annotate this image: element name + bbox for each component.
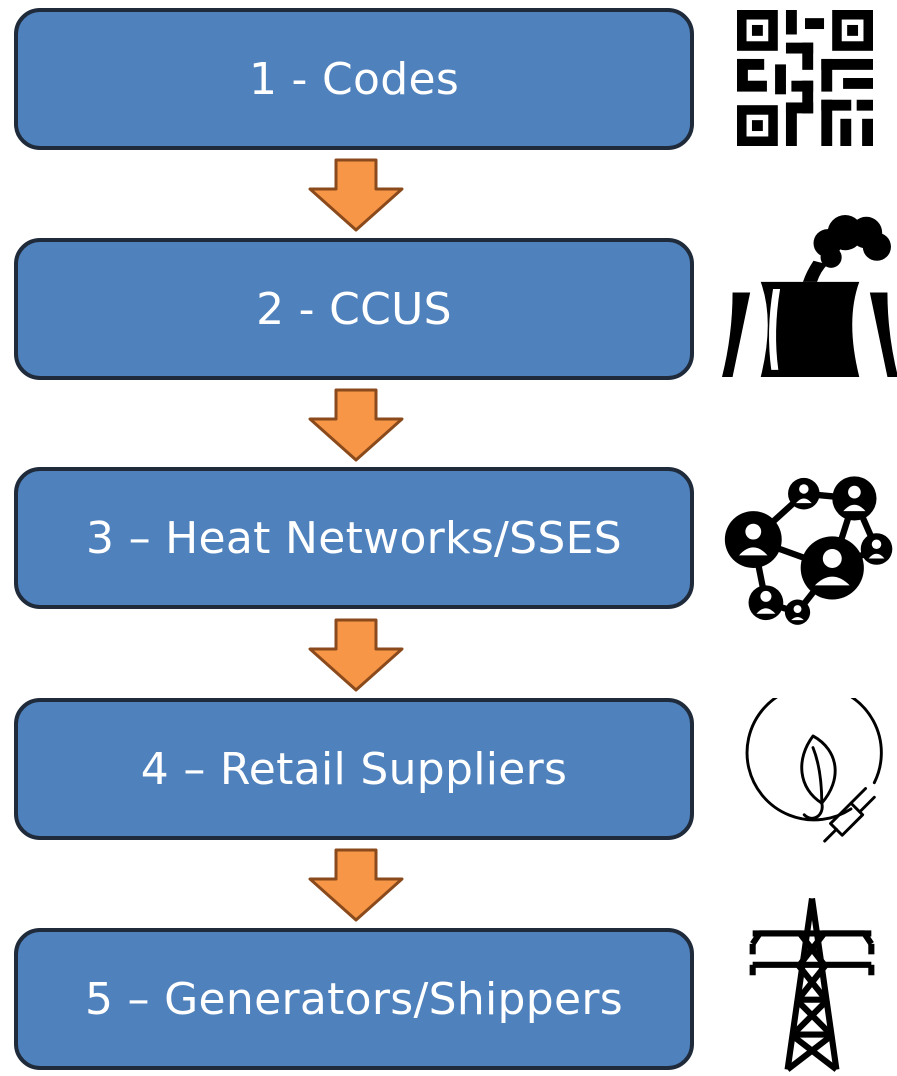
- leaf-plug-icon: [745, 698, 883, 843]
- step-3-box: 3 – Heat Networks/SSES: [14, 467, 694, 609]
- pylon-icon: [749, 898, 875, 1072]
- step-5-label: 5 – Generators/Shippers: [84, 973, 624, 1025]
- step-2-box: 2 - CCUS: [14, 238, 694, 380]
- step-1-box: 1 - Codes: [14, 8, 694, 150]
- step-4-box: 4 – Retail Suppliers: [14, 698, 694, 840]
- step-1-label: 1 - Codes: [248, 53, 460, 105]
- cooling-tower-icon: [722, 215, 897, 377]
- step-3-label: 3 – Heat Networks/SSES: [86, 512, 622, 564]
- down-arrow-icon: [308, 618, 404, 692]
- step-2-label: 2 - CCUS: [256, 283, 452, 335]
- qr-code-icon: [737, 10, 873, 146]
- down-arrow-icon: [308, 158, 404, 232]
- step-4-label: 4 – Retail Suppliers: [140, 743, 568, 795]
- step-5-box: 5 – Generators/Shippers: [14, 928, 694, 1070]
- down-arrow-icon: [308, 388, 404, 462]
- network-people-icon: [724, 476, 893, 625]
- down-arrow-icon: [308, 848, 404, 922]
